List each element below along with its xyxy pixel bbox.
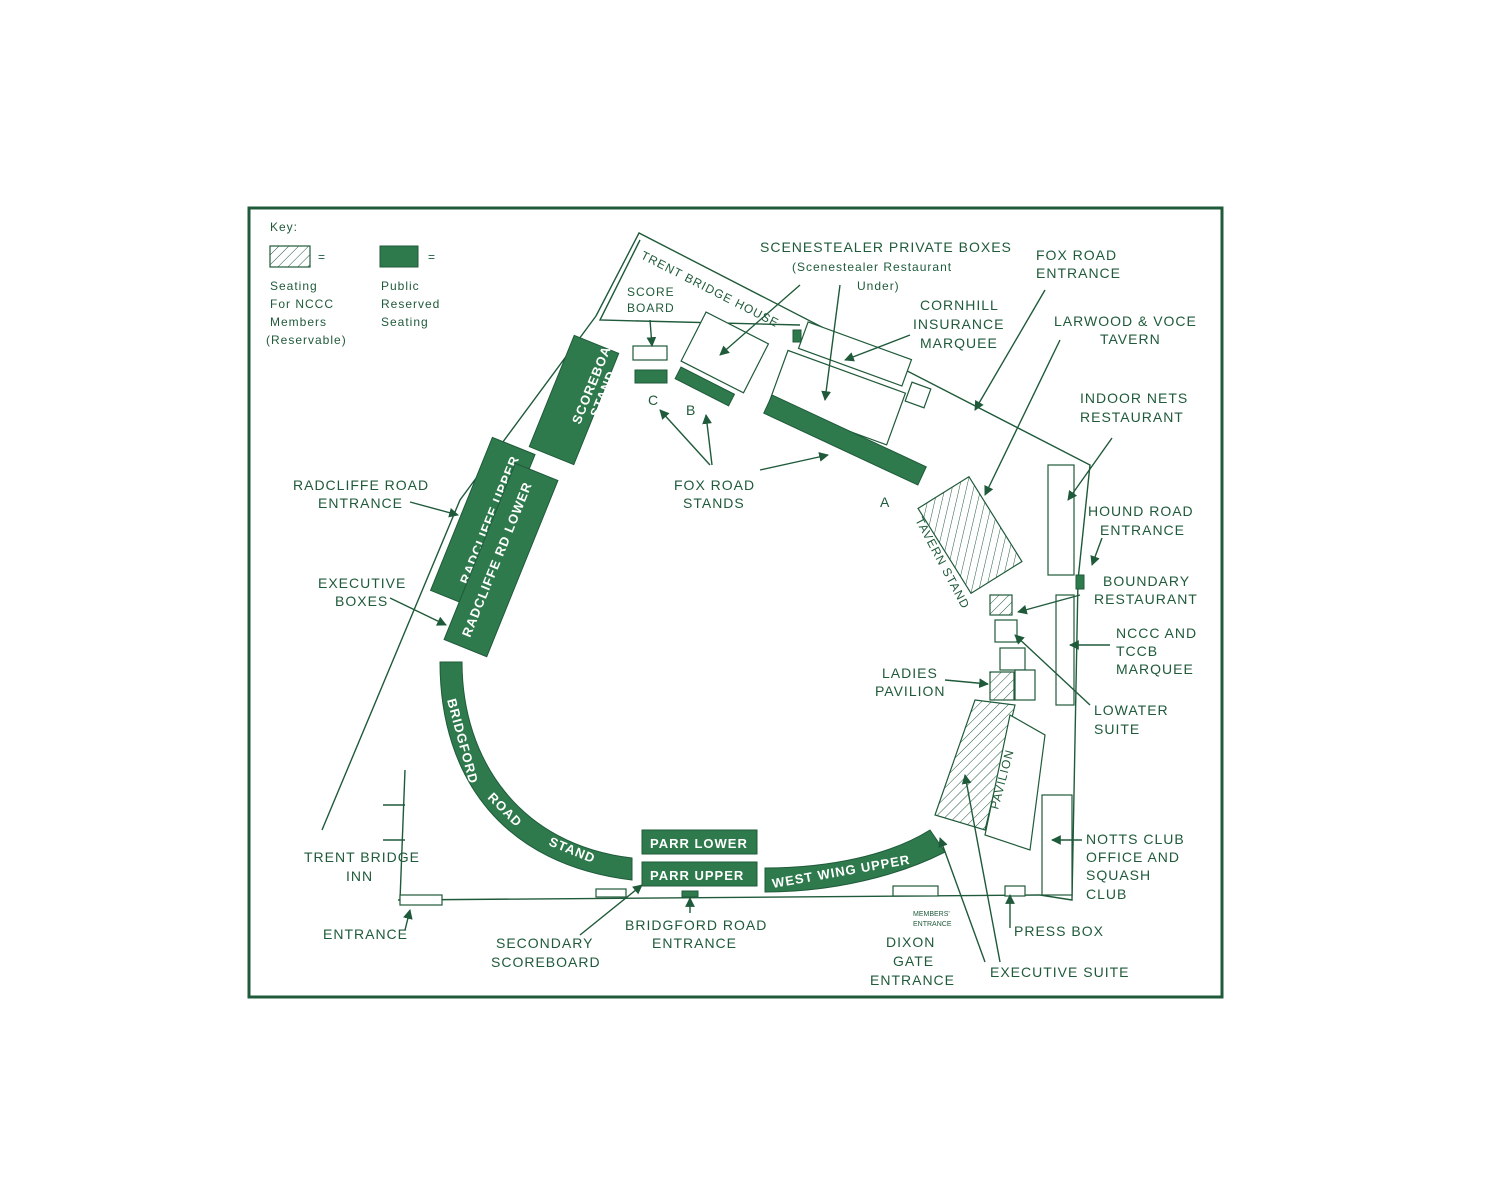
press-box-label: PRESS BOX	[1014, 923, 1104, 939]
fox-road-stands-label: STANDS	[683, 495, 745, 511]
parr-lower-stand: PARR LOWER	[641, 829, 758, 855]
fox-road-stands-label: FOX ROAD	[674, 477, 755, 493]
key-members-label: Seating	[270, 279, 318, 293]
key-title: Key:	[270, 220, 298, 234]
executive-suite-label: EXECUTIVE SUITE	[990, 964, 1129, 980]
executive-boxes-label: EXECUTIVE	[318, 575, 406, 591]
score-board	[632, 345, 668, 361]
dixon-gate-label: DIXON	[886, 934, 935, 950]
lowater-label: SUITE	[1094, 721, 1140, 737]
fox-stand-c-letter: C	[648, 392, 659, 408]
map-frame	[247, 206, 1224, 999]
key-members-equals: =	[318, 250, 326, 264]
svg-text:PARR LOWER: PARR LOWER	[650, 836, 748, 851]
indoor-nets-label: INDOOR NETS	[1080, 390, 1188, 406]
executive-boxes-label: BOXES	[335, 593, 388, 609]
nccc-tccb-label: TCCB	[1116, 643, 1158, 659]
entrance-label: ENTRANCE	[323, 926, 408, 942]
notts-club-building	[1041, 794, 1073, 896]
notts-club-label: SQUASH	[1086, 867, 1151, 883]
secondary-scoreboard-label: SECONDARY	[496, 935, 593, 951]
score-board-label: BOARD	[627, 301, 675, 315]
ladies-pavilion-label: PAVILION	[875, 683, 946, 699]
key-public-label: Reserved	[381, 297, 440, 311]
hound-road-label: ENTRANCE	[1100, 522, 1185, 538]
radcliffe-entrance-label: ENTRANCE	[318, 495, 403, 511]
fox-road-stand-c	[634, 369, 668, 384]
scoreboard-stand: SCOREBOARD STAND	[528, 324, 622, 466]
bridgford-road-stand: BRIDGFORD ROAD STAND	[439, 661, 633, 881]
key-public-equals: =	[428, 250, 436, 264]
key-members-label: Members	[270, 315, 327, 329]
cornhill-label: INSURANCE	[913, 316, 1004, 332]
parr-upper-stand: PARR UPPER	[641, 861, 758, 887]
svg-text:PARR UPPER: PARR UPPER	[650, 868, 744, 883]
secondary-scoreboard	[595, 888, 627, 898]
radcliffe-entrance-label: RADCLIFFE ROAD	[293, 477, 429, 493]
hound-road-label: HOUND ROAD	[1088, 503, 1194, 519]
press-box-building	[1004, 885, 1026, 897]
nccc-tccb-label: MARQUEE	[1116, 661, 1194, 677]
map-labels: SCENESTEALER PRIVATE BOXES (Scenestealer…	[293, 239, 1198, 988]
score-board-label: SCORE	[627, 285, 675, 299]
key-members-label: For NCCC	[270, 297, 334, 311]
secondary-scoreboard-label: SCOREBOARD	[491, 954, 601, 970]
bridgford-entrance-label: BRIDGFORD ROAD	[625, 917, 767, 933]
west-wing-upper-stand: WEST WING UPPER	[764, 829, 946, 893]
fox-road-entrance-label: ENTRANCE	[1036, 265, 1121, 281]
notts-club-label: NOTTS CLUB	[1086, 831, 1185, 847]
bridgford-entrance-label: ENTRANCE	[652, 935, 737, 951]
bridgford-entrance-gate	[681, 890, 699, 898]
tavern-stand: TAVERN STAND	[912, 475, 1023, 611]
key-public-label: Seating	[381, 315, 429, 329]
ladies-pavilion-label: LADIES	[882, 665, 938, 681]
members-entrance-label: MEMBERS'	[913, 911, 950, 918]
members-entrance-label: ENTRANCE	[913, 921, 952, 928]
cornhill-label: CORNHILL	[920, 297, 999, 313]
key-members-label: (Reservable)	[266, 333, 347, 347]
inn-entrance-gate	[399, 894, 443, 906]
indoor-nets-label: RESTAURANT	[1080, 409, 1184, 425]
nccc-tccb-label: NCCC AND	[1116, 625, 1197, 641]
map-key: Key: = = Seating For NCCC Members (Reser…	[266, 220, 440, 347]
fox-stand-b-letter: B	[686, 402, 696, 418]
key-public-label: Public	[381, 279, 420, 293]
hound-road-gate	[1075, 574, 1085, 590]
larwood-label: LARWOOD & VOCE	[1054, 313, 1197, 329]
trent-bridge-inn-label: TRENT BRIDGE	[304, 849, 420, 865]
larwood-label: TAVERN	[1100, 331, 1161, 347]
scenestealer-label: (Scenestealer Restaurant	[792, 260, 952, 274]
fox-road-entrance-label: FOX ROAD	[1036, 247, 1117, 263]
boundary-label: BOUNDARY	[1103, 573, 1190, 589]
boundary-label: RESTAURANT	[1094, 591, 1198, 607]
trent-bridge-inn-label: INN	[346, 868, 373, 884]
indoor-nets-building	[1047, 464, 1075, 576]
members-entrance-gate	[892, 885, 939, 897]
pavilion-area: PAVILION	[934, 594, 1046, 851]
key-members-swatch	[269, 245, 311, 268]
key-public-swatch	[379, 245, 419, 268]
scenestealer-label: SCENESTEALER PRIVATE BOXES	[760, 239, 1012, 255]
fox-stand-a-letter: A	[880, 494, 890, 510]
scenestealer-label: Under)	[857, 279, 900, 293]
leader-lines	[389, 284, 1113, 963]
dixon-gate-label: ENTRANCE	[870, 972, 955, 988]
dixon-gate-label: GATE	[893, 953, 934, 969]
fox-road-stand-b	[674, 366, 736, 407]
fox-road-stand-a	[763, 394, 927, 486]
notts-club-label: OFFICE AND	[1086, 849, 1180, 865]
notts-club-label: CLUB	[1086, 886, 1127, 902]
cornhill-label: MARQUEE	[920, 335, 998, 351]
lowater-label: LOWATER	[1094, 702, 1169, 718]
